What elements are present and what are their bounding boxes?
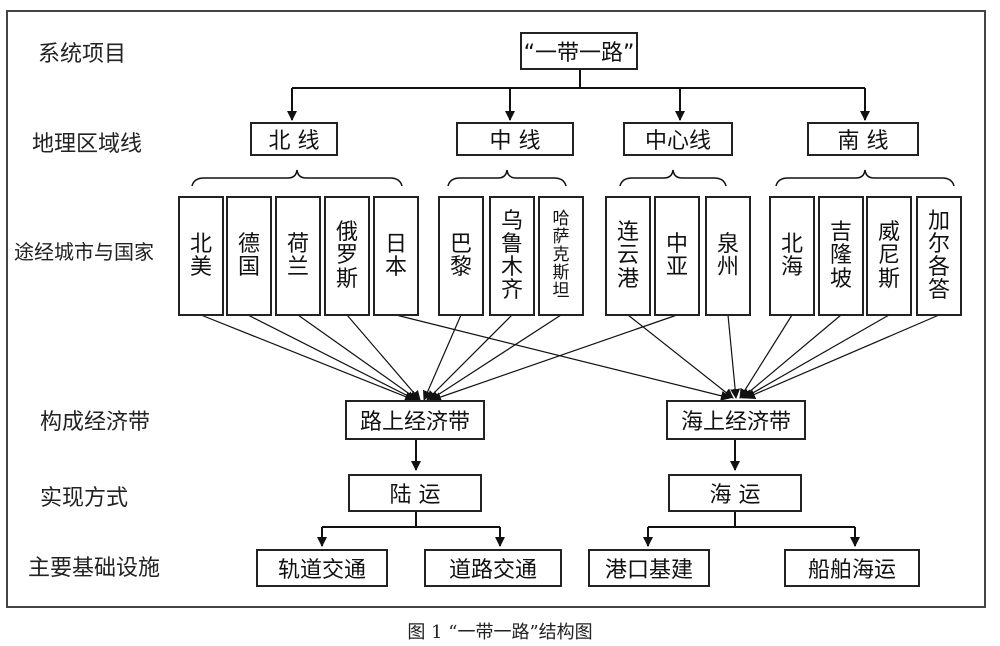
place-box: 哈萨克斯坦: [538, 196, 584, 316]
label-route-places: 途经城市与国家: [14, 240, 154, 264]
label-economic-belt: 构成经济带: [40, 410, 151, 435]
root-connectors: [287, 70, 870, 121]
place-box: 中亚: [654, 196, 700, 316]
land-belt-box: 路上经济带: [345, 400, 485, 440]
label-realization-mode: 实现方式: [40, 486, 129, 511]
place-label: 德国: [237, 231, 260, 280]
place-box: 加尔各答: [916, 196, 962, 316]
rail-transport-box: 轨道交通: [256, 549, 388, 587]
label-system-item: 系统项目: [38, 42, 127, 67]
place-label: 连云港: [616, 220, 639, 292]
lower-connectors: [317, 440, 860, 547]
place-box: 荷兰: [275, 196, 321, 316]
root-box: “一带一路”: [520, 32, 638, 70]
place-box: 乌鲁木齐: [489, 196, 535, 316]
place-label: 巴黎: [449, 231, 472, 280]
diagram-frame: [6, 10, 986, 608]
road-transport-box: 道路交通: [424, 549, 562, 587]
place-label: 哈萨克斯坦: [552, 209, 570, 301]
north-line-box: 北 线: [250, 122, 338, 156]
place-label: 日本: [384, 231, 407, 280]
place-box: 日本: [373, 196, 419, 316]
place-box: 巴黎: [438, 196, 484, 316]
converging-lines: [200, 314, 940, 402]
south-line-box: 南 线: [807, 122, 919, 156]
place-box: 连云港: [605, 196, 651, 316]
middle-line-box: 中 线: [456, 122, 574, 156]
place-box: 俄罗斯: [324, 196, 370, 316]
place-box: 威尼斯: [866, 196, 912, 316]
place-label: 中亚: [665, 231, 688, 280]
sea-belt-box: 海上经济带: [666, 400, 806, 440]
figure-caption: 图 1 “一带一路”结构图: [407, 622, 593, 643]
shipping-box: 船舶海运: [784, 549, 920, 587]
place-label: 俄罗斯: [335, 220, 358, 292]
place-label: 加尔各答: [927, 208, 950, 304]
place-label: 威尼斯: [877, 220, 900, 292]
port-construction-box: 港口基建: [588, 549, 710, 587]
place-label: 荷兰: [286, 231, 309, 280]
place-label: 北美: [189, 231, 212, 280]
place-box: 北海: [769, 196, 815, 316]
center-line-box: 中心线: [623, 122, 733, 156]
sea-transport-box: 海 运: [668, 474, 802, 512]
place-label: 北海: [780, 231, 803, 280]
braces: [191, 169, 955, 187]
place-label: 吉隆坡: [829, 220, 852, 292]
place-box: 泉州: [705, 196, 751, 316]
place-label: 乌鲁木齐: [500, 208, 523, 304]
place-box: 北美: [178, 196, 224, 316]
label-geo-line: 地理区域线: [32, 132, 143, 157]
place-box: 德国: [226, 196, 272, 316]
land-transport-box: 陆 运: [348, 474, 482, 512]
place-label: 泉州: [716, 231, 739, 280]
label-infrastructure: 主要基础设施: [28, 556, 161, 581]
place-box: 吉隆坡: [818, 196, 864, 316]
